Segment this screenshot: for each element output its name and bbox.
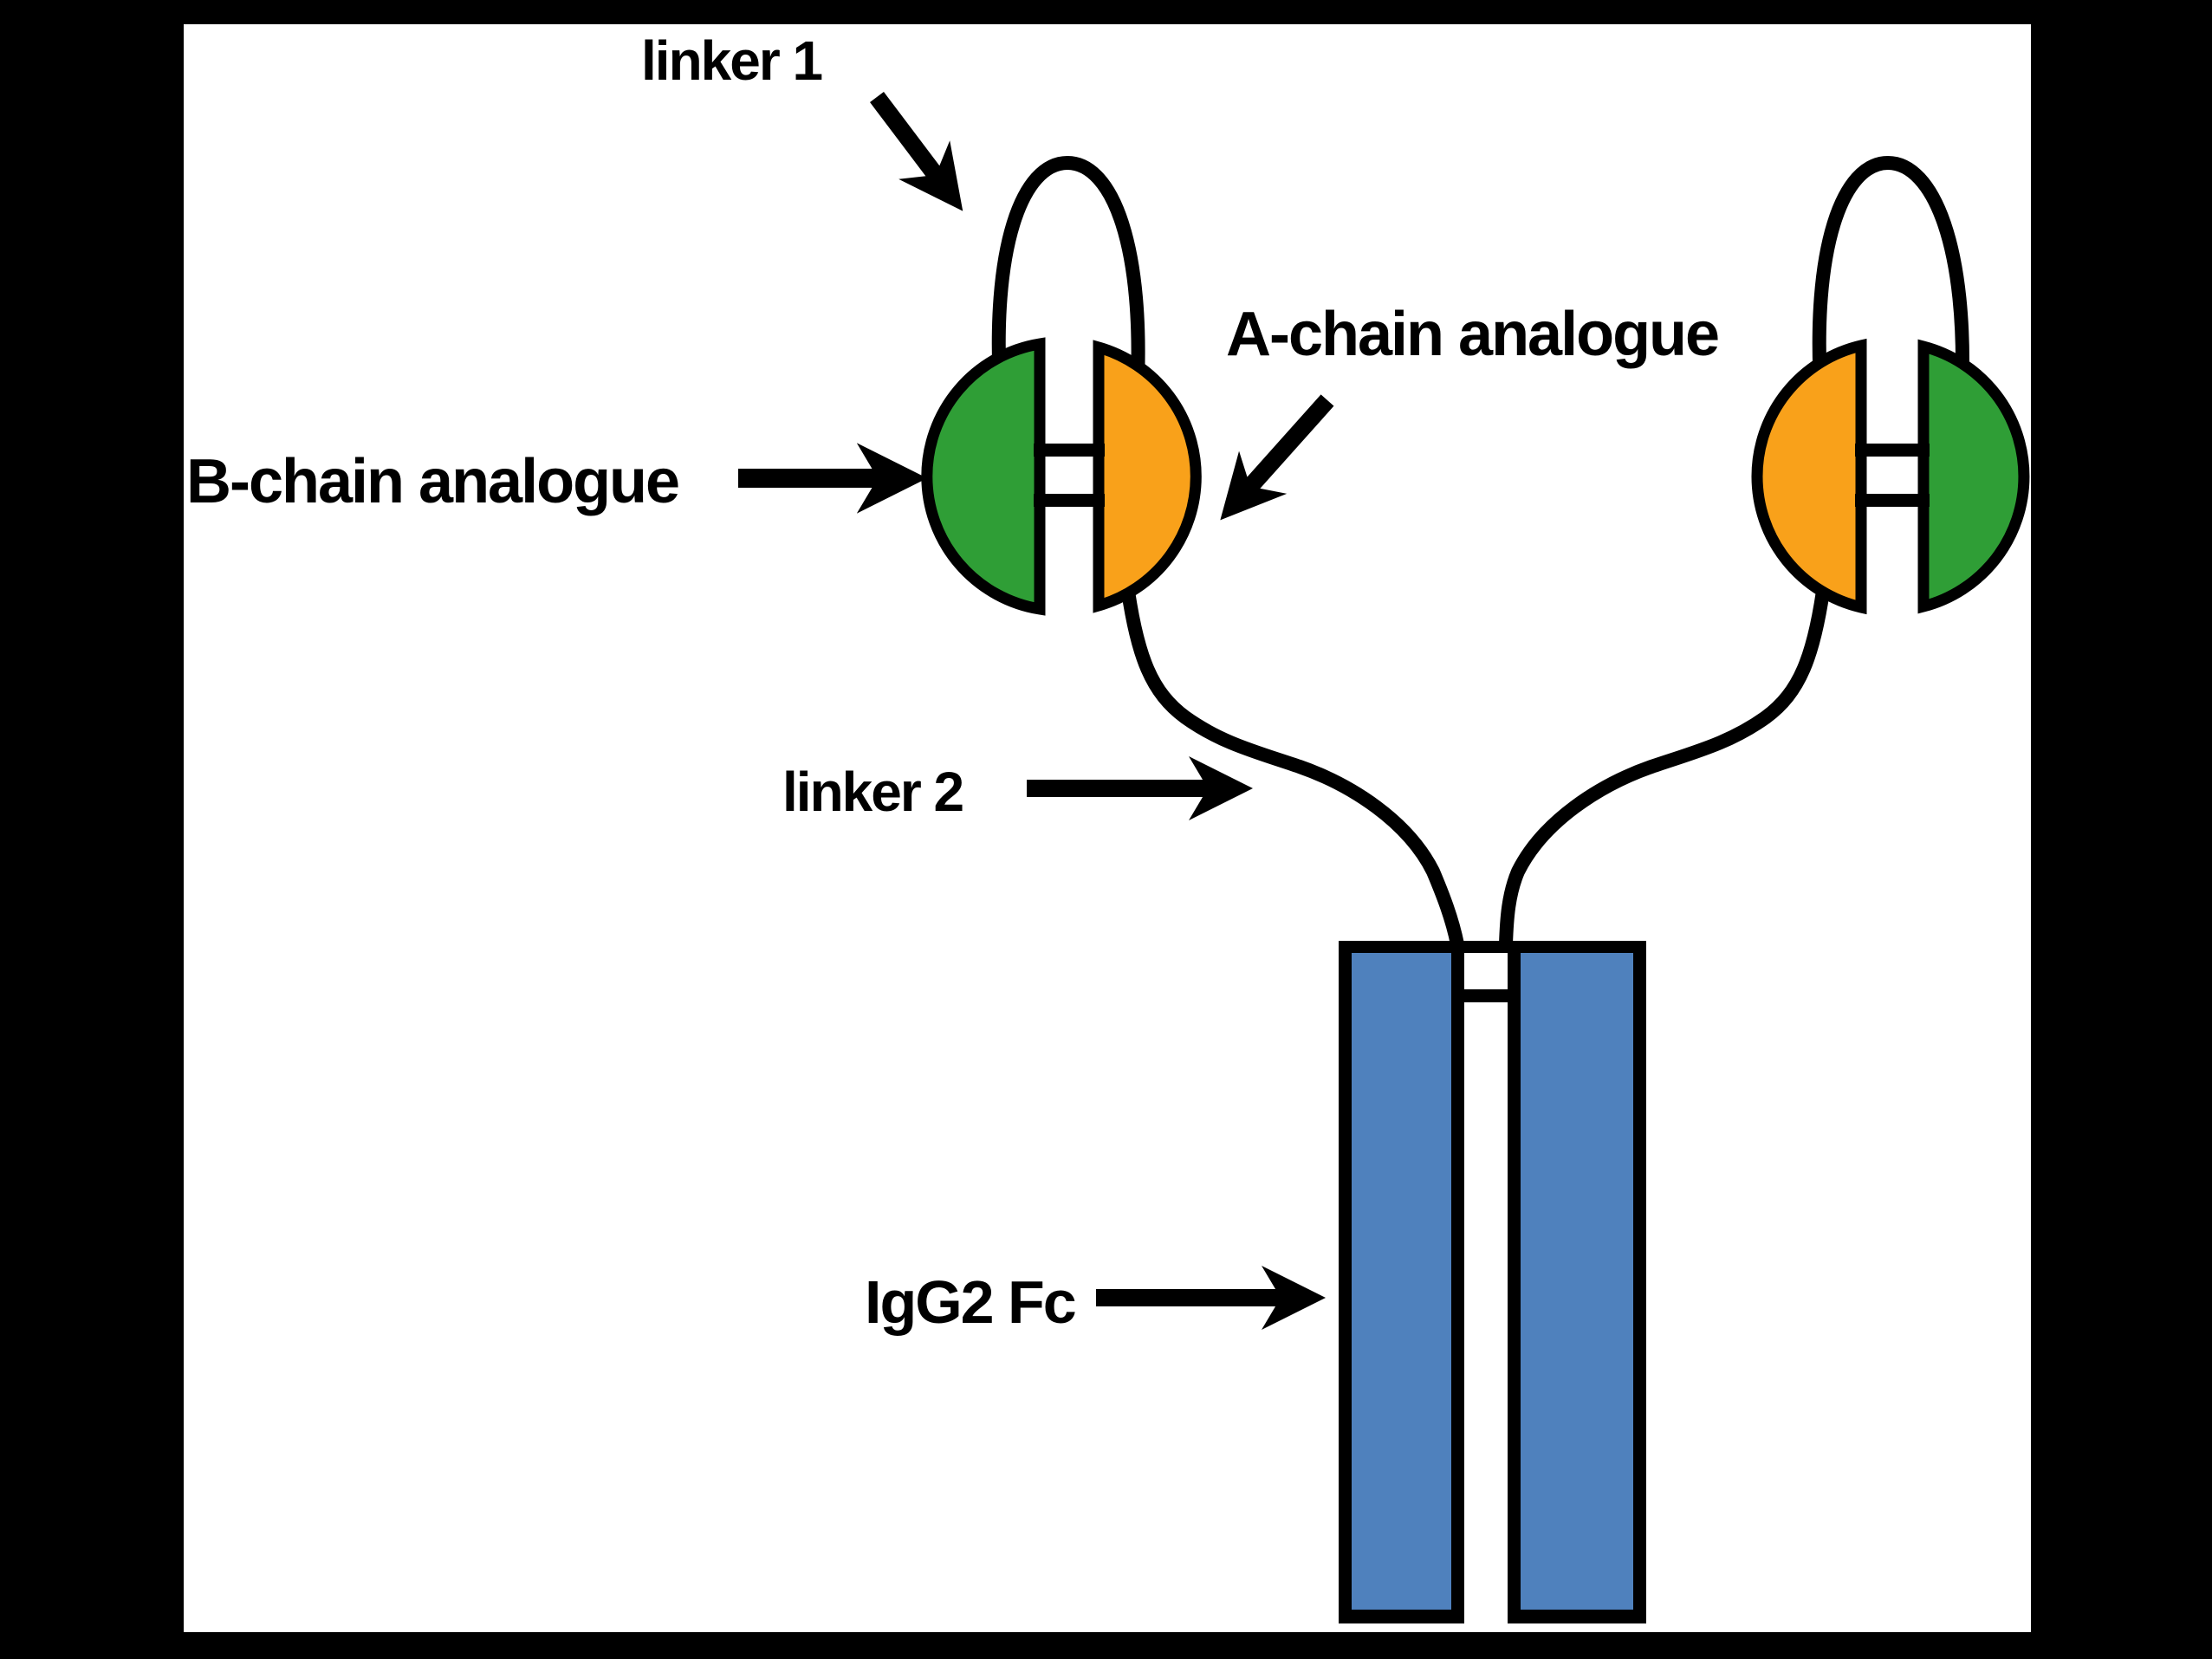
- linker2-strand-right: [1499, 572, 1832, 951]
- linker1-loop-left: [991, 155, 1145, 399]
- linker2-label: linker 2: [782, 761, 963, 823]
- fc-hinge-crossbar: [1461, 989, 1511, 1002]
- fc-right-bar-fill: [1521, 953, 1633, 1610]
- linker1-arrow: [870, 91, 963, 211]
- disulfide-bar-left-top: [1034, 444, 1105, 457]
- disulfide-bar-right-bottom: [1855, 494, 1930, 507]
- linker1-label: linker 1: [641, 29, 822, 92]
- disulfide-bar-right-top: [1855, 444, 1930, 457]
- linker1-loop-right: [1812, 155, 1969, 399]
- fc-left-bar-fill: [1352, 953, 1451, 1610]
- linker2-strand-left: [1119, 572, 1464, 951]
- a-chain-arrow: [1220, 394, 1334, 521]
- a-chain-half-left-lollipop: [1093, 340, 1202, 613]
- disulfide-bar-left-bottom: [1034, 494, 1105, 507]
- a-chain-half-right-lollipop: [1751, 338, 1867, 615]
- diagram-canvas: [184, 24, 2031, 1632]
- a-chain-label: A-chain analogue: [1226, 300, 1718, 369]
- b-chain-half-right-lollipop: [1917, 339, 2030, 614]
- igg2-fc-label: IgG2 Fc: [865, 1268, 1075, 1336]
- fc-hinge-top-bar: [1460, 941, 1512, 953]
- b-chain-label: B-chain analogue: [186, 447, 678, 516]
